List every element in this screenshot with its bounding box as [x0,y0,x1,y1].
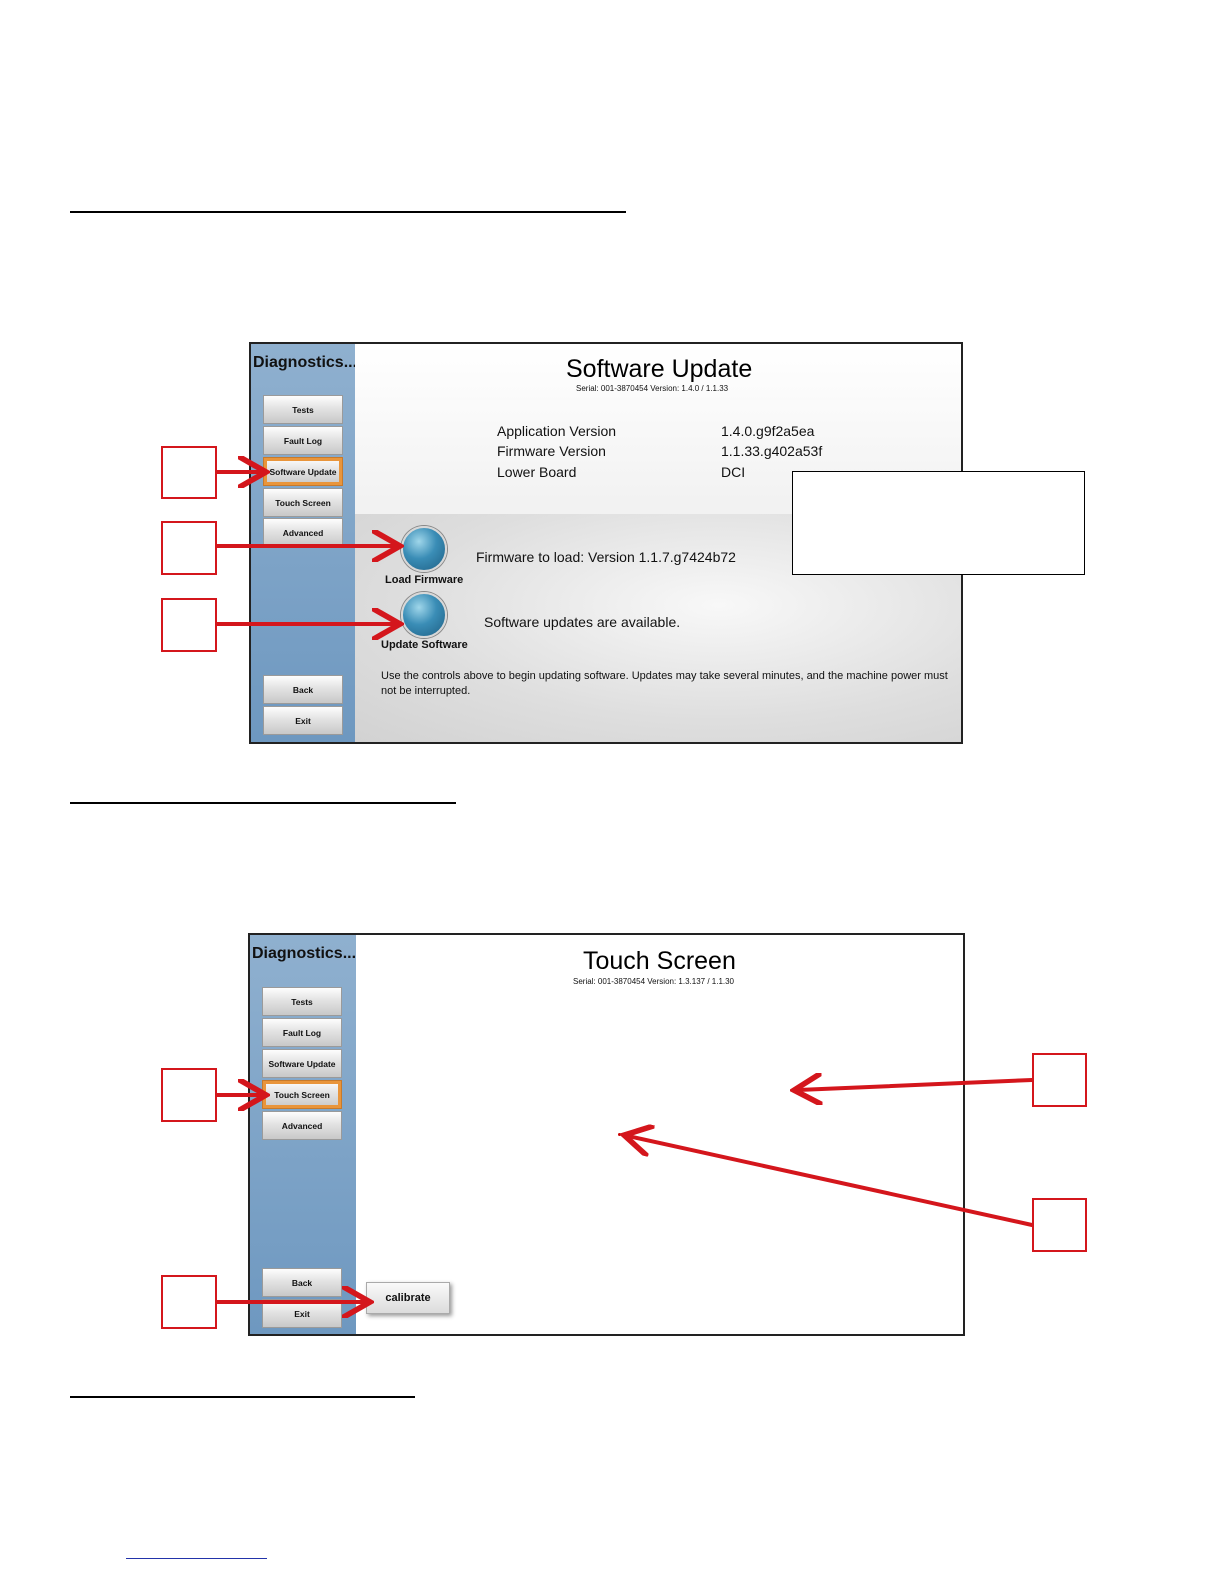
back-button[interactable]: Back [262,1268,342,1297]
nav-software-update-button[interactable]: Software Update [263,457,343,486]
section-rule-2 [70,802,456,804]
nav-tests-button[interactable]: Tests [263,395,343,424]
calibrate-button[interactable]: calibrate [366,1282,450,1314]
update-software-button[interactable] [401,592,447,638]
callout-box-2 [161,521,217,575]
footer-link-underline [126,1558,267,1559]
nav-touch-screen-button[interactable]: Touch Screen [263,488,343,517]
nav-fault-log-button[interactable]: Fault Log [263,426,343,455]
sidebar: Diagnostics... Tests Fault Log Software … [251,344,358,742]
nav-advanced-button[interactable]: Advanced [263,518,343,547]
sidebar-title: Diagnostics... [253,354,358,371]
touch-screen-screen: Diagnostics... Tests Fault Log Software … [248,933,965,1336]
app-version-value: 1.4.0.g9f2a5ea [721,423,815,439]
update-warning-note: Use the controls above to begin updating… [381,670,948,697]
firmware-to-load-text: Firmware to load: Version 1.1.7.g7424b72 [476,549,736,565]
callout-box-6 [1032,1053,1087,1107]
nav-advanced-button[interactable]: Advanced [262,1111,342,1140]
exit-button[interactable]: Exit [263,706,343,735]
page-title: Software Update [566,355,753,383]
callout-box-1 [161,446,217,499]
nav-tests-button[interactable]: Tests [262,987,342,1016]
nav-software-update-button[interactable]: Software Update [262,1049,342,1078]
lower-board-label: Lower Board [497,464,577,480]
touch-target-dot [618,1133,621,1136]
updates-available-text: Software updates are available. [484,614,681,630]
load-firmware-label: Load Firmware [385,574,464,586]
serial-version: Serial: 001-3870454 Version: 1.3.137 / 1… [573,977,735,986]
sidebar: Diagnostics... Tests Fault Log Software … [250,935,356,1334]
callout-box-4 [161,1068,217,1122]
load-firmware-button[interactable] [401,526,447,572]
firmware-version-value: 1.1.33.g402a53f [721,443,823,459]
page-title: Touch Screen [583,947,736,975]
callout-box-7 [1032,1198,1087,1252]
update-software-label: Update Software [381,639,468,651]
app-version-label: Application Version [497,423,617,439]
serial-version: Serial: 001-3870454 Version: 1.4.0 / 1.1… [576,384,729,393]
nav-touch-screen-button[interactable]: Touch Screen [262,1080,342,1109]
lower-board-value: DCI [721,464,746,480]
redacted-box [792,471,1085,575]
back-button[interactable]: Back [263,675,343,704]
exit-button[interactable]: Exit [262,1299,342,1328]
callout-box-5 [161,1275,217,1329]
nav-fault-log-button[interactable]: Fault Log [262,1018,342,1047]
callout-box-3 [161,598,217,652]
sidebar-title: Diagnostics... [252,945,357,962]
section-rule-1 [70,211,626,213]
firmware-version-label: Firmware Version [497,443,606,459]
section-rule-3 [70,1396,415,1398]
